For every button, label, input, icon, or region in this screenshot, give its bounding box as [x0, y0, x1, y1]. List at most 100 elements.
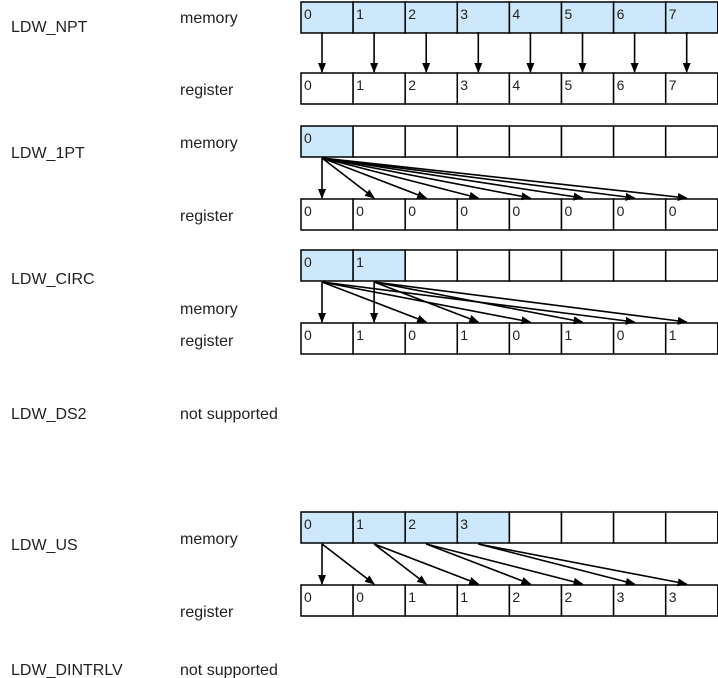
memory-cell: [508, 249, 563, 282]
mapping-arrow: [321, 281, 428, 323]
register-cell-value: 0: [669, 203, 677, 219]
memory-cell-value: 1: [356, 516, 364, 532]
memory-cell: [612, 1, 667, 34]
register-cell-value: 2: [408, 77, 416, 93]
register-cell: [352, 198, 406, 231]
register-cell: [612, 584, 667, 617]
memory-row: 0: [300, 125, 718, 158]
register-cell-value: 1: [408, 589, 416, 605]
memory-cell-value: 4: [512, 6, 520, 22]
mapping-arrow: [321, 543, 375, 585]
mapping-arrow: [478, 543, 636, 586]
memory-cell: [352, 1, 406, 34]
memory-cell: [404, 249, 459, 282]
register-cell: [300, 198, 354, 231]
memory-cell: [560, 1, 615, 34]
memory-cell: [300, 249, 354, 282]
mode-label-ldw-circ: LDW_CIRC: [11, 271, 95, 288]
register-cell-value: 0: [356, 203, 364, 219]
memory-cell-value: 3: [460, 516, 468, 532]
mapping-arrow: [478, 543, 688, 587]
section-ldw-dintrlv: LDW_DINTRLV not supported: [11, 662, 278, 678]
mode-label-ldw-dintrlv: LDW_DINTRLV: [11, 662, 123, 678]
memory-cell: [612, 511, 667, 544]
register-cell-value: 0: [356, 589, 364, 605]
mapping-arrow: [321, 281, 532, 325]
register-cell-value: 0: [617, 203, 625, 219]
mapping-arrow: [321, 157, 428, 199]
register-cell: [456, 322, 511, 355]
memory-cell-value: 5: [565, 6, 573, 22]
memory-cell: [560, 511, 615, 544]
memory-cell-value: 3: [460, 6, 468, 22]
mapping-arrow: [321, 157, 636, 201]
memory-cell: [508, 125, 563, 158]
register-cell: [300, 584, 354, 617]
register-cell-value: 0: [408, 203, 416, 219]
register-cell-value: 3: [669, 589, 677, 605]
memory-cell-value: 1: [356, 6, 364, 22]
memory-cell: [664, 125, 718, 158]
register-cell-value: 0: [617, 327, 625, 343]
mode-label-ldw-npt: LDW_NPT: [11, 19, 88, 36]
memory-cell-value: 7: [669, 6, 677, 22]
register-cell-value: 1: [460, 589, 468, 605]
register-cell-value: 2: [512, 589, 520, 605]
not-supported-note: not supported: [180, 406, 278, 423]
mapping-arrow: [321, 157, 480, 200]
register-cell-value: 0: [304, 77, 312, 93]
memory-row: 0 1 2 3: [300, 511, 718, 544]
memory-cell: [352, 125, 406, 158]
mode-label-ldw-ds2: LDW_DS2: [11, 406, 87, 423]
register-cell-value: 0: [304, 589, 312, 605]
memory-cell: [560, 249, 615, 282]
register-cell: [508, 584, 563, 617]
register-cell-value: 0: [460, 203, 468, 219]
register-cell: [508, 72, 563, 105]
mapping-arrow: [321, 157, 532, 201]
memory-cell-value: 2: [408, 6, 416, 22]
register-cell: [560, 198, 615, 231]
memory-cell: [612, 249, 667, 282]
register-cell: [560, 322, 615, 355]
memory-cell: [404, 125, 459, 158]
register-cell: [664, 584, 718, 617]
arrow-group: [318, 281, 688, 325]
arrow-group: [318, 543, 688, 587]
section-ldw-ds2: LDW_DS2 not supported: [11, 406, 278, 423]
register-cell-value: 0: [304, 327, 312, 343]
memory-cell: [508, 511, 563, 544]
register-cell-value: 0: [408, 327, 416, 343]
register-cell: [664, 72, 718, 105]
register-cell: [612, 198, 667, 231]
memory-cell-value: 1: [356, 254, 364, 270]
mapping-arrow: [373, 281, 688, 325]
memory-cell: [456, 125, 511, 158]
memory-cell-value: 0: [304, 516, 312, 532]
register-cell-value: 3: [460, 77, 468, 93]
register-cell-value: 1: [356, 77, 364, 93]
register-cell: [612, 322, 667, 355]
register-row-label: register: [180, 333, 234, 350]
mapping-arrow: [321, 157, 375, 199]
memory-cell-value: 0: [304, 6, 312, 22]
memory-row-label: memory: [180, 531, 238, 548]
register-row-label: register: [180, 82, 234, 99]
register-cell: [508, 198, 563, 231]
register-cell: [352, 322, 406, 355]
memory-cell-value: 0: [304, 254, 312, 270]
register-cell-value: 1: [565, 327, 573, 343]
memory-cell: [300, 511, 354, 544]
register-row-label: register: [180, 208, 234, 225]
memory-cell-value: 2: [408, 516, 416, 532]
memory-cell: [404, 1, 459, 34]
